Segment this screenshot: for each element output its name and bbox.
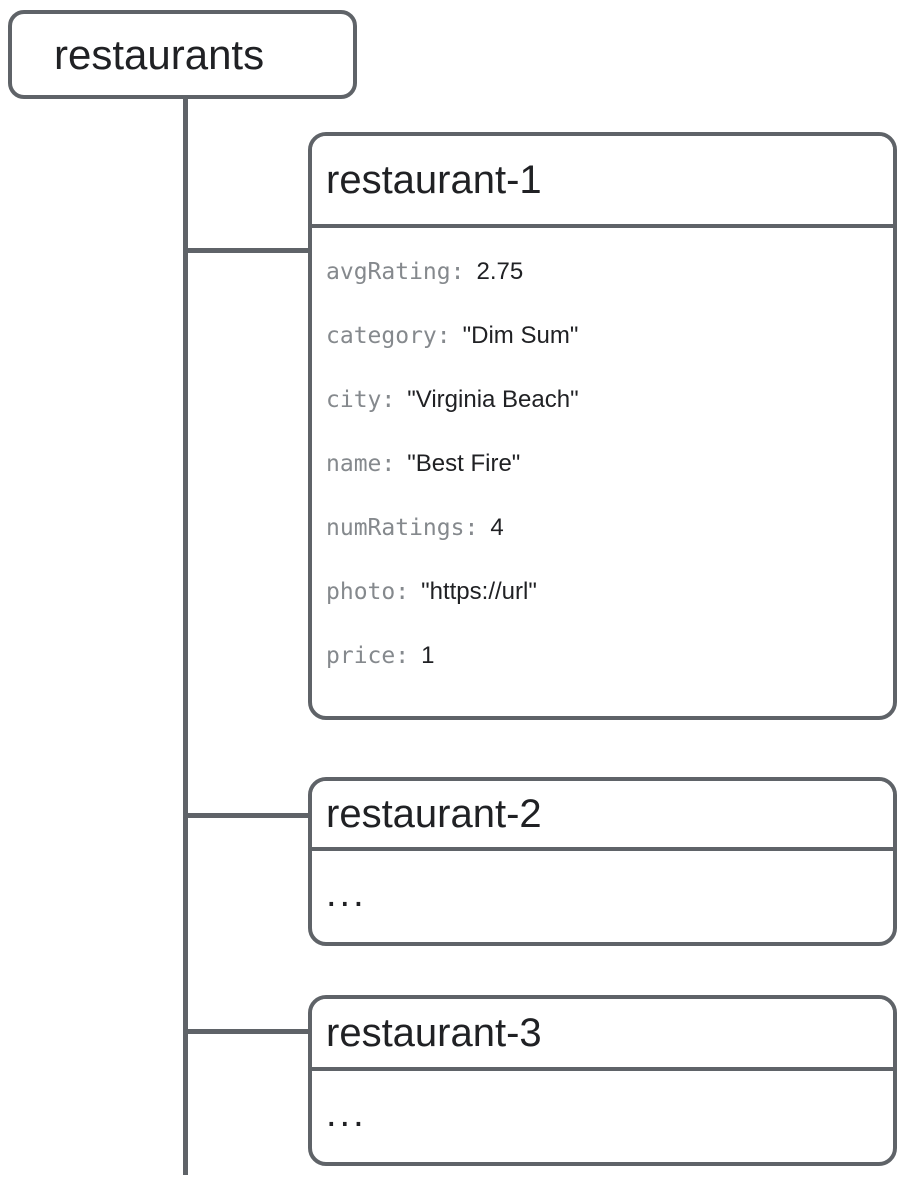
document-id: restaurant-1 [326,157,542,202]
field-row: numRatings: 4 [326,496,879,560]
field-label: category: [326,323,451,349]
tree-trunk-line [183,97,188,1175]
field-value: 1 [421,642,435,669]
connector-line-restaurant-1 [183,248,312,253]
field-row: city: "Virginia Beach" [326,368,879,432]
collection-label: restaurants [54,30,265,78]
connector-line-restaurant-3 [183,1029,312,1034]
document-body-ellipsis: ... [326,1093,367,1135]
connector-line-restaurant-2 [183,813,312,818]
document-card-restaurant-1: restaurant-1 avgRating: 2.75 category: "… [308,132,897,720]
field-row: photo: "https://url" [326,560,879,624]
collection-node-restaurants: restaurants [8,10,357,99]
document-id: restaurant-2 [326,791,542,836]
field-value: "Virginia Beach" [407,386,579,413]
field-label: price: [326,643,410,669]
field-row: category: "Dim Sum" [326,304,879,368]
field-label: city: [326,387,396,413]
field-row: price: 1 [326,624,879,688]
field-row: name: "Best Fire" [326,432,879,496]
field-value: "Dim Sum" [462,322,579,349]
document-header: restaurant-3 [312,999,893,1071]
field-row: avgRating: 2.75 [326,240,879,304]
field-value: "https://url" [421,578,537,605]
field-label: name: [326,451,396,477]
document-body-ellipsis: ... [326,873,367,915]
document-header: restaurant-2 [312,781,893,851]
document-header: restaurant-1 [312,136,893,228]
document-fields: avgRating: 2.75 category: "Dim Sum" city… [312,228,893,688]
field-value: 2.75 [476,258,524,285]
document-card-restaurant-2: restaurant-2 ... [308,777,897,946]
field-value: 4 [490,514,504,541]
document-id: restaurant-3 [326,1010,542,1055]
field-label: numRatings: [326,515,479,541]
document-card-restaurant-3: restaurant-3 ... [308,995,897,1166]
field-label: avgRating: [326,259,465,285]
field-value: "Best Fire" [407,450,521,477]
field-label: photo: [326,579,410,605]
